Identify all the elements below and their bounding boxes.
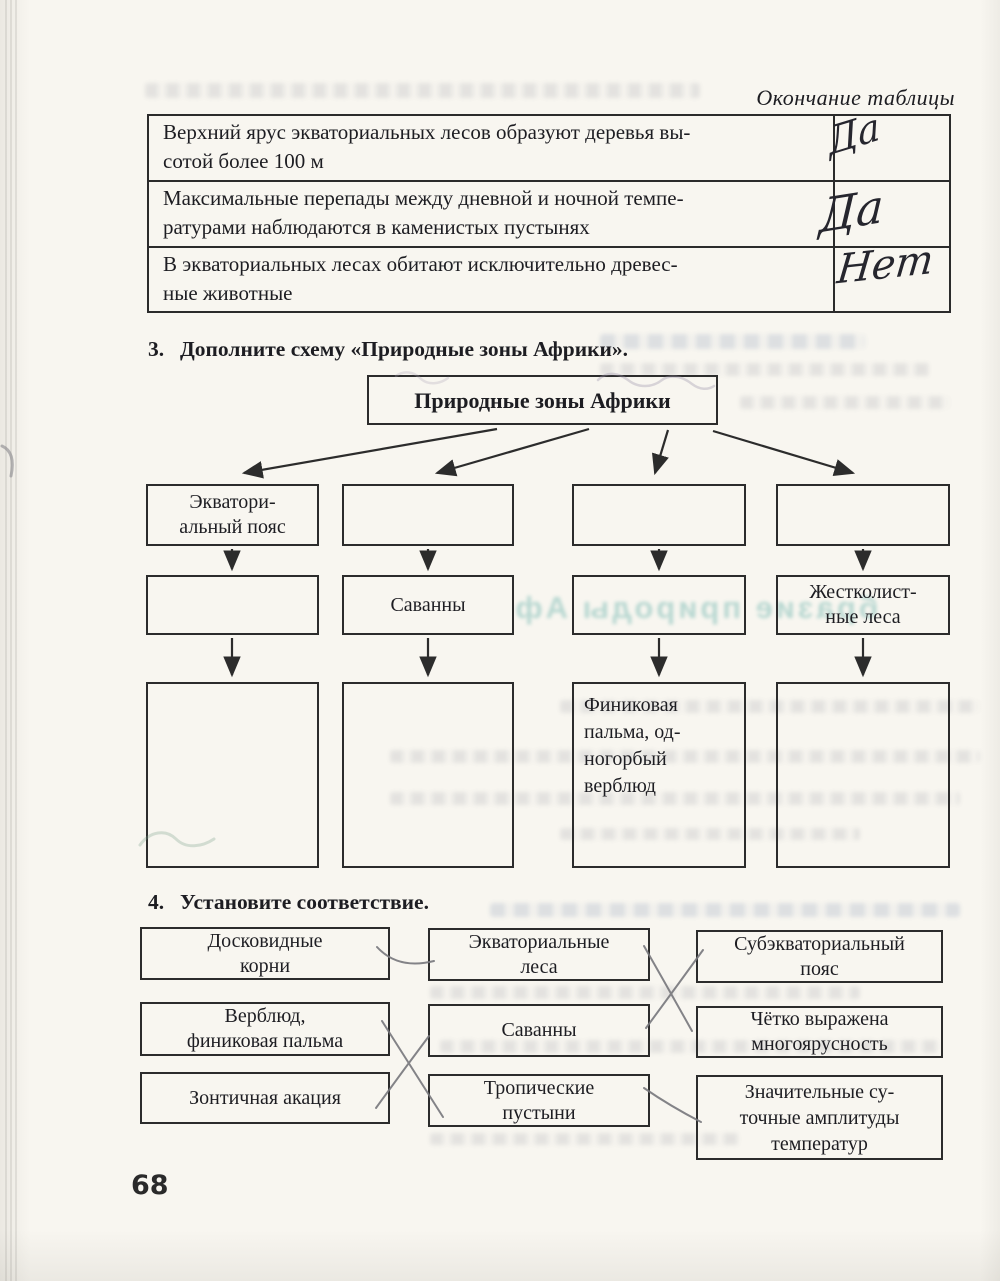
true-false-table: Верхний ярус экваториальных лесов образу…	[147, 104, 951, 313]
scheme-belt-box-2-empty	[342, 484, 514, 546]
scheme-zone-box-3-empty	[572, 575, 746, 635]
arrow-root-to-col4	[712, 429, 856, 477]
arrow-root-to-col2	[434, 427, 590, 477]
bleedthrough-line	[600, 334, 865, 349]
statement-text: Максимальные перепады между дневной и но…	[163, 186, 684, 239]
statement-text: В экваториальных лесах обитают исключите…	[163, 252, 678, 305]
bleedthrough-line	[390, 792, 960, 805]
task4-heading: 4. Установите соответствие.	[148, 890, 429, 915]
match-right-2: Чётко выражена многоярусность	[696, 1006, 943, 1058]
pencil-line-deserts-to-amplitudes	[643, 1087, 702, 1123]
task4-title: Установите соответствие.	[180, 890, 429, 914]
match-right-1: Субэкваториальный пояс	[696, 930, 943, 983]
handwritten-answer: Да	[817, 178, 885, 244]
task3-title: Дополните схему «Природные зоны Африки».	[180, 337, 629, 361]
bleedthrough-line	[560, 828, 860, 840]
arrow-root-to-col1	[241, 427, 498, 479]
bleedthrough-line	[440, 1040, 940, 1053]
match-middle-1: Экваториальные леса	[428, 928, 650, 981]
match-left-3: Зонтичная акация	[140, 1072, 390, 1124]
scheme-feature-box-1-empty	[146, 682, 319, 868]
bleedthrough-line	[430, 1133, 740, 1145]
margin-mark-artifact	[0, 444, 14, 478]
scheme-feature-box-4-empty	[776, 682, 950, 868]
scheme-belt-box-3-empty	[572, 484, 746, 546]
scheme-zone-box-2: Саванны	[342, 575, 514, 635]
handwritten-answer: Да	[825, 103, 883, 165]
match-middle-2: Саванны	[428, 1004, 650, 1057]
bleedthrough-line	[600, 363, 930, 376]
scheme-root-box: Природные зоны Африки	[367, 375, 718, 425]
bleedthrough-line	[145, 83, 700, 98]
page-number: 68	[131, 1170, 169, 1201]
table-row: Верхний ярус экваториальных лесов образу…	[149, 104, 949, 180]
match-left-2: Верблюд, финиковая пальма	[140, 1002, 390, 1056]
table-continuation-note: Окончание таблицы	[756, 85, 955, 110]
handwritten-answer: Нет	[834, 236, 936, 294]
scheme-belt-box-1: Экватори- альный пояс	[146, 484, 319, 546]
match-right-3: Значительные су- точные амплитуды темпер…	[696, 1075, 943, 1160]
bleedthrough-line	[560, 700, 980, 713]
arrow-root-to-col3	[651, 429, 670, 476]
scheme-belt-box-4-empty	[776, 484, 950, 546]
answer-cell: Да	[825, 104, 949, 180]
bleedthrough-line	[490, 903, 960, 917]
match-left-1: Досковидные корни	[140, 927, 390, 980]
answer-cell: Да	[818, 178, 949, 246]
scheme-zone-box-1-empty	[146, 575, 319, 635]
table-row: В экваториальных лесах обитают исключите…	[149, 237, 949, 311]
scheme-zone-box-4: Жестколист- ные леса	[776, 575, 950, 635]
task3-heading: 3. Дополните схему «Природные зоны Африки…	[148, 337, 628, 362]
answer-cell: Нет	[833, 237, 949, 311]
bleedthrough-line	[740, 396, 950, 409]
match-middle-3: Тропические пустыни	[428, 1074, 650, 1127]
scheme-feature-box-2-empty	[342, 682, 514, 868]
bleedthrough-line	[390, 750, 980, 763]
scan-edge-artifact	[5, 0, 17, 1281]
bleedthrough-line	[430, 986, 860, 999]
task3-number: 3.	[148, 337, 165, 361]
statement-text: Верхний ярус экваториальных лесов образу…	[163, 120, 691, 173]
task4-number: 4.	[148, 890, 165, 914]
table-row: Максимальные перепады между дневной и но…	[149, 178, 949, 246]
scheme-feature-box-3: Финиковая пальма, од- ногорбый верблюд	[572, 682, 746, 868]
